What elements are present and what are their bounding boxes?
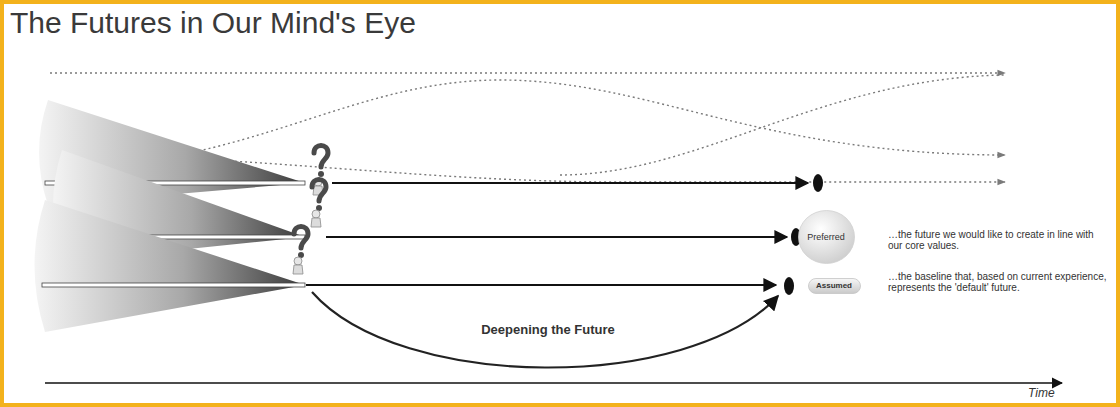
- axis-label: Time: [1028, 386, 1078, 400]
- figure-head: [294, 257, 302, 265]
- pill-shape: [808, 279, 860, 294]
- deepening-arrow: [312, 292, 778, 368]
- question-mark: [294, 227, 308, 249]
- view-cone: [35, 200, 306, 332]
- node-label: Preferred: [807, 232, 845, 243]
- dotted-path: [50, 72, 1005, 73]
- curve-label: Deepening the Future: [478, 322, 618, 337]
- view-bar: [42, 283, 305, 287]
- question-mark: [314, 146, 328, 168]
- thinking-figure: [311, 180, 326, 228]
- oval-shape: [798, 211, 854, 264]
- note-text: …the future we would like to create in l…: [888, 229, 1110, 251]
- future-arrow: [332, 182, 808, 184]
- future-point: [813, 174, 823, 192]
- assumed-future-pill: Assumed: [808, 278, 861, 294]
- time-axis: [45, 382, 1062, 384]
- dotted-path: [560, 75, 1005, 175]
- node-label: Assumed: [816, 281, 852, 291]
- question-mark: [318, 171, 324, 177]
- future-arrow: [326, 236, 787, 238]
- diagram-title: The Futures in Our Mind's Eye: [10, 6, 416, 40]
- question-mark: [312, 180, 326, 202]
- note-text: …the baseline that, based on current exp…: [888, 271, 1110, 293]
- figure-head: [312, 210, 320, 218]
- future-arrow: [306, 284, 776, 286]
- figure-body: [293, 265, 303, 274]
- future-point: [784, 277, 794, 295]
- figure-body: [311, 218, 321, 227]
- preferred-future-oval: Preferred: [798, 210, 855, 264]
- thinking-figure: [293, 227, 308, 275]
